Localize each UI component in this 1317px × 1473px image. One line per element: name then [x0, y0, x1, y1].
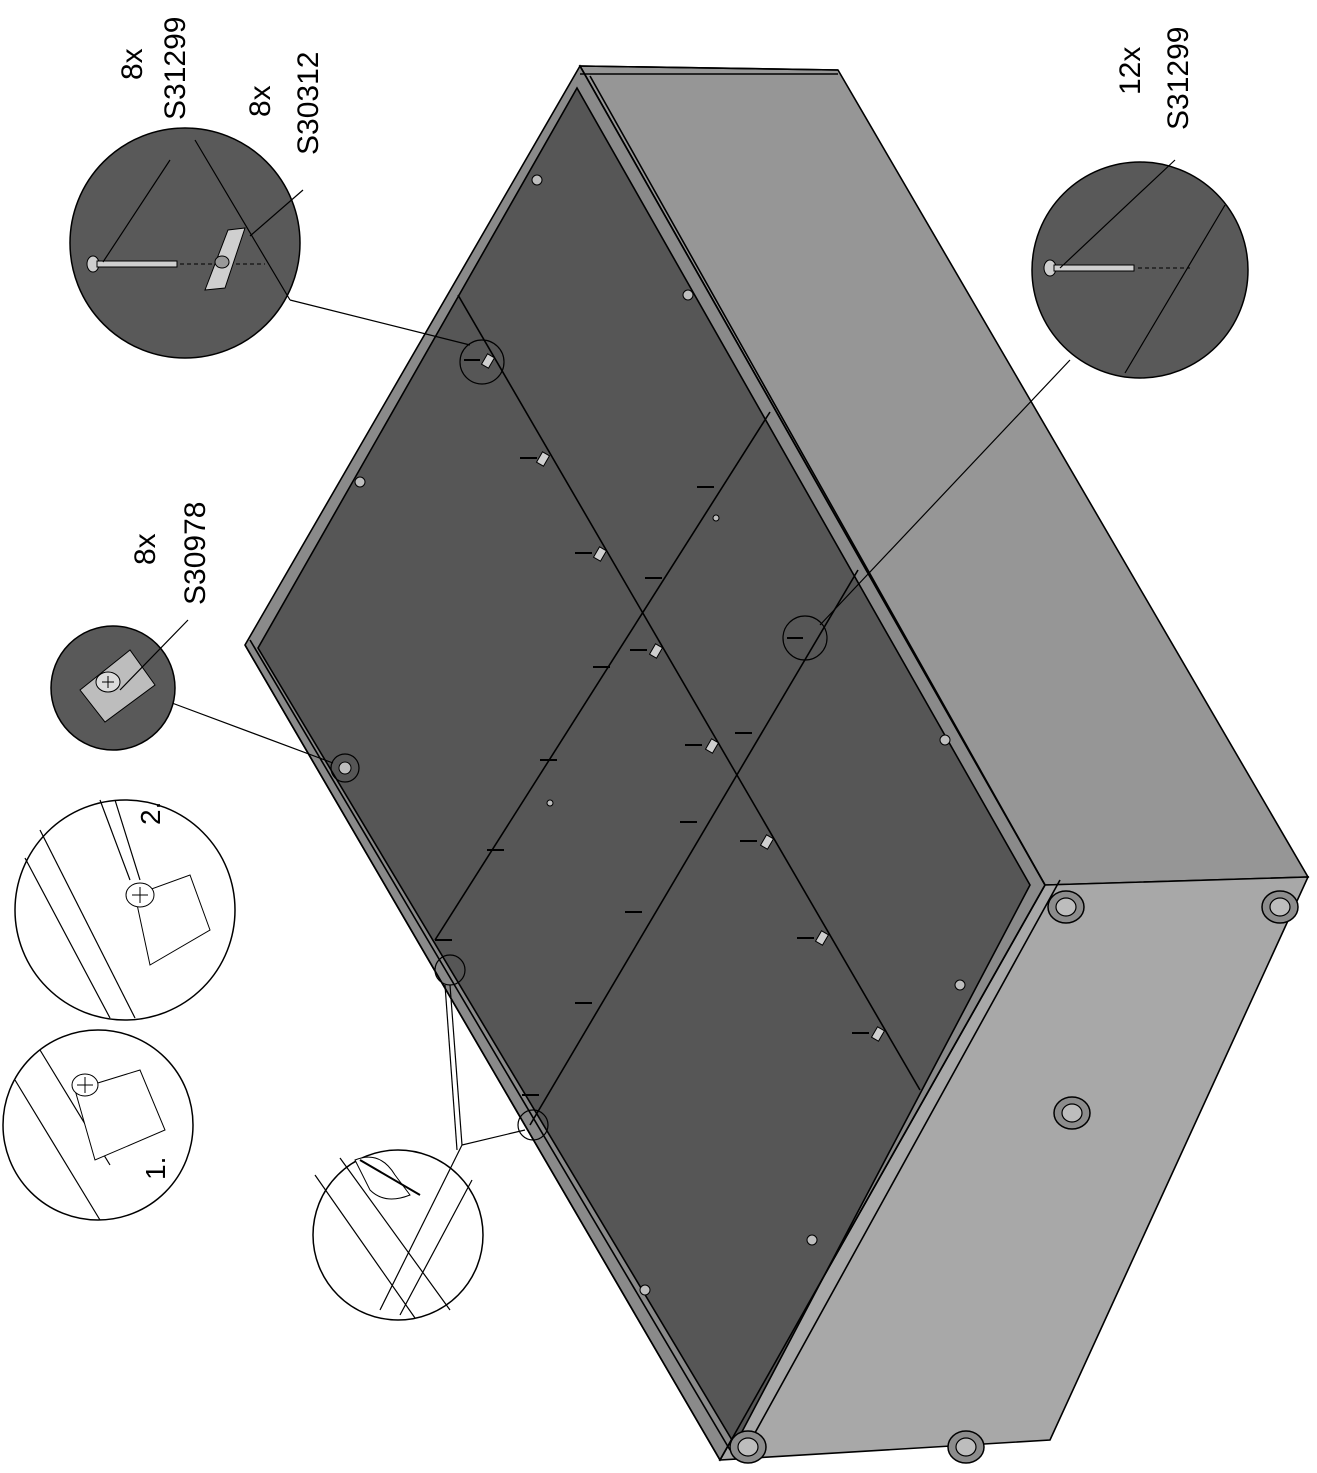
foot-glide-icon — [729, 1430, 767, 1464]
clip-icon — [592, 546, 608, 562]
callout-nail-b-qty: 12x — [1114, 47, 1147, 95]
screw-icon — [939, 734, 951, 746]
screw-icon — [125, 882, 155, 908]
panel-seam — [434, 411, 771, 941]
step-1-label: 1. — [140, 1157, 171, 1180]
detail-marker-screw — [330, 753, 360, 783]
cabinet — [244, 64, 1310, 1464]
detail-marker-pencil — [517, 1109, 549, 1141]
clip-icon — [759, 834, 775, 850]
clip-icon — [870, 1026, 886, 1042]
detail-marker-clip — [459, 339, 505, 385]
callout-screw: 8x S30978 — [129, 502, 212, 605]
callout-nail-b: 12x S31299 — [1114, 27, 1195, 130]
callout-nail-a: 8x S31299 — [116, 17, 192, 120]
clip-icon — [204, 227, 246, 291]
step-2-label: 2. — [135, 802, 166, 825]
detail-step-1: 1. — [2, 1029, 194, 1221]
screw-icon — [531, 174, 543, 186]
callout-nail-a-part: S31299 — [159, 17, 192, 120]
screw-icon — [546, 799, 554, 807]
panel-seam — [457, 294, 921, 1091]
pencil-hand-icon — [354, 1156, 421, 1200]
detail-pencil — [312, 1144, 484, 1321]
callout-screw-part: S30978 — [179, 502, 212, 605]
screw-icon — [806, 1234, 818, 1246]
callout-clip-part: S30312 — [292, 52, 325, 155]
nail-icon — [86, 255, 265, 273]
screw-icon — [354, 476, 366, 488]
callout-nail-b-part: S31299 — [1162, 27, 1195, 130]
panel-seam — [529, 569, 859, 1126]
detail-clip-nail — [69, 127, 304, 359]
detail-nail — [1031, 159, 1249, 379]
screw-icon — [338, 761, 352, 775]
callout-clip: 8x S30312 — [244, 52, 325, 155]
nail-icon — [1043, 259, 1190, 277]
screw-icon — [95, 671, 121, 693]
callout-screw-qty: 8x — [129, 533, 162, 565]
screw-icon — [71, 1073, 99, 1097]
detail-screw — [50, 619, 189, 751]
screw-icon — [954, 979, 966, 991]
detail-marker-nail — [782, 615, 828, 661]
screw-icon — [712, 514, 720, 522]
clip-icon — [535, 451, 551, 467]
foot-glide-icon — [1261, 890, 1299, 924]
foot-glide-icon — [947, 1430, 985, 1464]
foot-glide-icon — [1047, 890, 1085, 924]
clip-icon — [704, 738, 720, 754]
detail-step-2: 2. — [14, 799, 236, 1021]
screw-icon — [682, 289, 694, 301]
callout-nail-a-qty: 8x — [116, 48, 149, 80]
foot-glide-icon — [1053, 1096, 1091, 1130]
clip-icon — [648, 643, 664, 659]
screw-icon — [639, 1284, 651, 1296]
leader-lines — [171, 299, 1071, 1151]
callout-clip-qty: 8x — [244, 85, 277, 117]
clip-icon — [814, 930, 830, 946]
clip-icon — [480, 353, 496, 369]
